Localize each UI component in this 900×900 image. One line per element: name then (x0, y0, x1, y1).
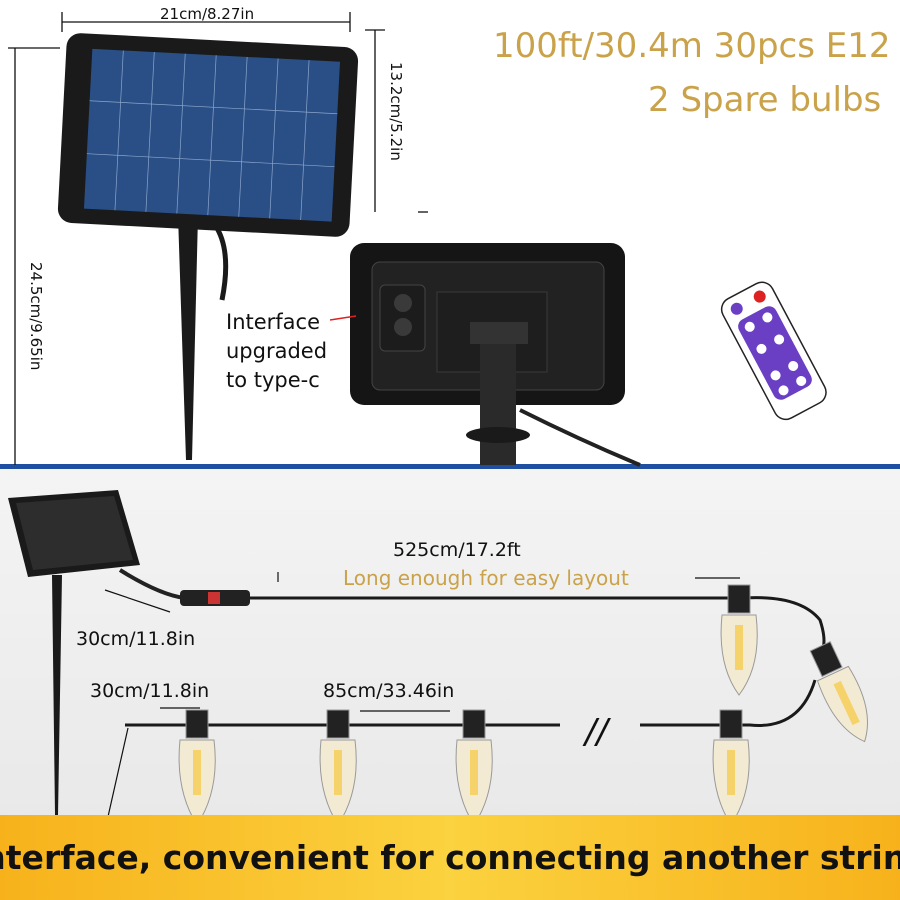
total-height-label: 24.5cm/9.65in (27, 262, 45, 371)
bulb (178, 709, 216, 826)
bulb (720, 584, 758, 696)
bulb (712, 709, 750, 826)
interface-note-line: Interface (226, 310, 321, 334)
interface-note-line: upgraded (226, 339, 328, 363)
end-cable-label: 30cm/11.8in (90, 680, 210, 702)
panel-height-label: 13.2cm/5.2in (387, 62, 405, 161)
solar-panel-front (57, 33, 359, 460)
lead-note-label: Long enough for easy layout (343, 566, 629, 590)
bulb-spacing-label: 85cm/33.46in (323, 680, 455, 702)
banner-text: Interface, convenient for connecting ano… (0, 838, 900, 877)
headline-length: 100ft/30.4m 30pcs E12 (493, 26, 891, 66)
bulb (809, 641, 868, 743)
solar-panel-back (329, 243, 641, 467)
panel-width-label: 21cm/8.27in (160, 5, 255, 23)
section-divider (0, 464, 900, 469)
bottom-banner: Interface, convenient for connecting ano… (0, 815, 900, 900)
interface-note: Interface upgraded to type-c (226, 308, 327, 395)
measure-arrows (104, 572, 740, 831)
string-wire (125, 596, 826, 727)
bulbs (178, 584, 868, 826)
interface-note-line: to type-c (226, 368, 320, 392)
headline-spare-bulbs: 2 Spare bulbs (648, 80, 882, 120)
break-mark: // (582, 712, 611, 752)
lead-length-label: 525cm/17.2ft (393, 539, 521, 561)
panel-cable-label: 30cm/11.8in (76, 628, 196, 650)
remote-control-illustration (720, 281, 827, 421)
bulb (319, 709, 357, 826)
solar-panel-small (8, 490, 250, 815)
bulb (455, 709, 493, 826)
dimension-lines (8, 12, 428, 465)
